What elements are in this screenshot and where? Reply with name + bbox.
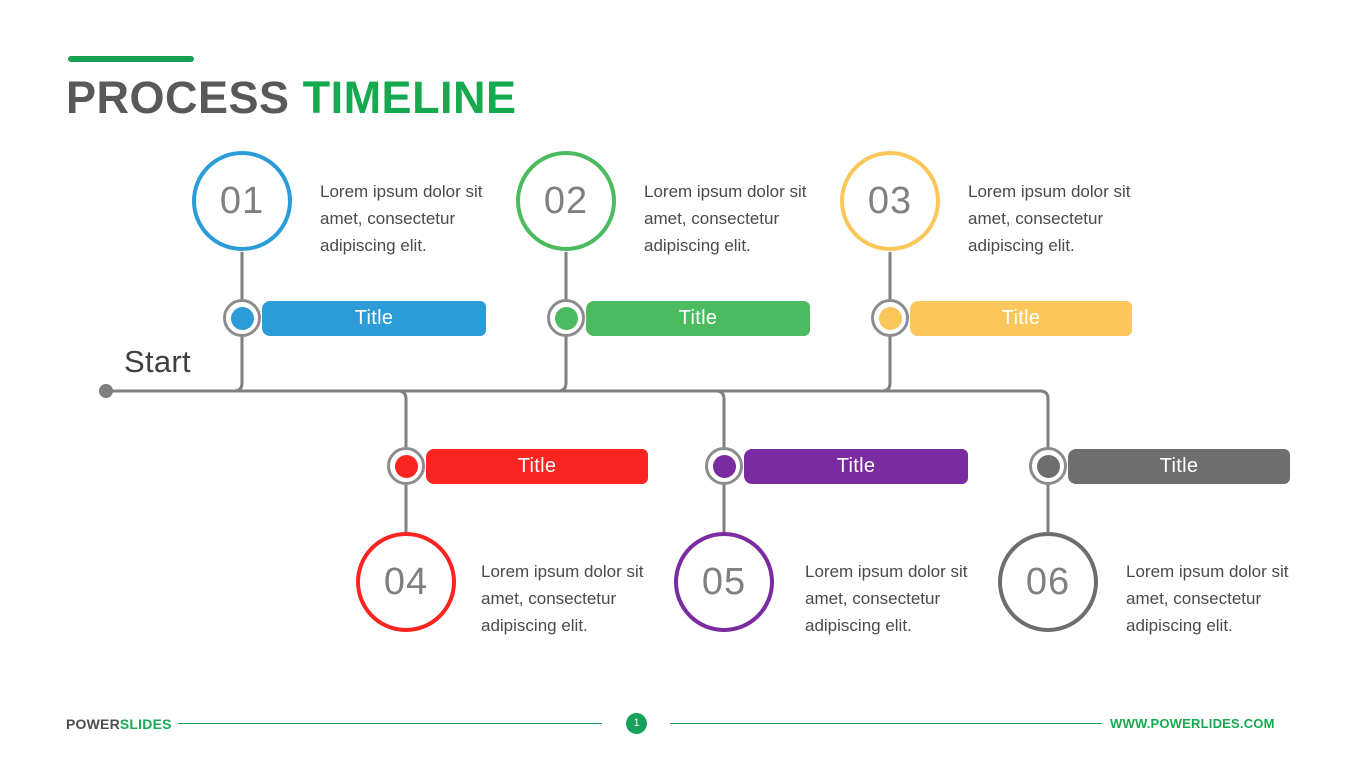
step-03-description: Lorem ipsum dolor sit amet, consectetur … bbox=[968, 182, 1131, 255]
footer-logo: POWERSLIDES bbox=[66, 716, 172, 732]
step-02-number-circle: 02 bbox=[516, 151, 616, 251]
step-02-title: Title bbox=[678, 307, 718, 329]
step-05-title: Title bbox=[836, 455, 876, 477]
start-label: Start bbox=[124, 344, 191, 379]
step-04-title-banner[interactable]: Title bbox=[426, 449, 648, 484]
step-06-number: 06 bbox=[1025, 561, 1071, 603]
step-05-number: 05 bbox=[701, 561, 747, 603]
step-04-number-circle: 04 bbox=[356, 532, 456, 632]
step-01-number-circle: 01 bbox=[192, 151, 292, 251]
step-04-node-dot[interactable] bbox=[387, 447, 425, 485]
page-title-part1: PROCESS bbox=[66, 72, 290, 123]
step-01-number: 01 bbox=[219, 180, 265, 222]
step-06-description: Lorem ipsum dolor sit amet, consectetur … bbox=[1126, 562, 1289, 635]
step-06-title: Title bbox=[1159, 455, 1199, 477]
footer-url[interactable]: WWW.POWERLIDES.COM bbox=[1110, 716, 1275, 731]
step-01-title-banner[interactable]: Title bbox=[262, 301, 486, 336]
footer-rule-right bbox=[670, 723, 1102, 724]
step-02-title-banner[interactable]: Title bbox=[586, 301, 810, 336]
footer-logo-part1: POWER bbox=[66, 716, 120, 732]
header-accent-bar bbox=[68, 56, 194, 62]
step-06-title-banner[interactable]: Title bbox=[1068, 449, 1290, 484]
step-01-description: Lorem ipsum dolor sit amet, consectetur … bbox=[320, 182, 483, 255]
page-title-part2: TIMELINE bbox=[302, 72, 517, 123]
step-06-number-circle: 06 bbox=[998, 532, 1098, 632]
footer-page-number: 1 bbox=[633, 717, 640, 729]
step-05-description: Lorem ipsum dolor sit amet, consectetur … bbox=[805, 562, 968, 635]
step-06-node-dot[interactable] bbox=[1029, 447, 1067, 485]
step-05-node-dot[interactable] bbox=[705, 447, 743, 485]
page-title: PROCESS TIMELINE bbox=[66, 72, 517, 124]
step-03-node-dot[interactable] bbox=[871, 299, 909, 337]
step-02-number: 02 bbox=[543, 180, 589, 222]
step-05-title-banner[interactable]: Title bbox=[744, 449, 968, 484]
step-03-number: 03 bbox=[867, 180, 913, 222]
footer-logo-part2: SLIDES bbox=[119, 716, 172, 732]
step-01-node-dot[interactable] bbox=[223, 299, 261, 337]
footer-rule-left bbox=[178, 723, 602, 724]
step-03-title: Title bbox=[1001, 307, 1041, 329]
start-dot bbox=[99, 384, 113, 398]
step-02-description: Lorem ipsum dolor sit amet, consectetur … bbox=[644, 182, 807, 255]
step-02-node-dot[interactable] bbox=[547, 299, 585, 337]
step-03-title-banner[interactable]: Title bbox=[910, 301, 1132, 336]
footer-page-badge: 1 bbox=[626, 713, 647, 734]
step-03-number-circle: 03 bbox=[840, 151, 940, 251]
step-04-number: 04 bbox=[383, 561, 429, 603]
step-05-number-circle: 05 bbox=[674, 532, 774, 632]
step-04-description: Lorem ipsum dolor sit amet, consectetur … bbox=[481, 562, 644, 635]
step-04-title: Title bbox=[517, 455, 557, 477]
step-01-title: Title bbox=[354, 307, 394, 329]
